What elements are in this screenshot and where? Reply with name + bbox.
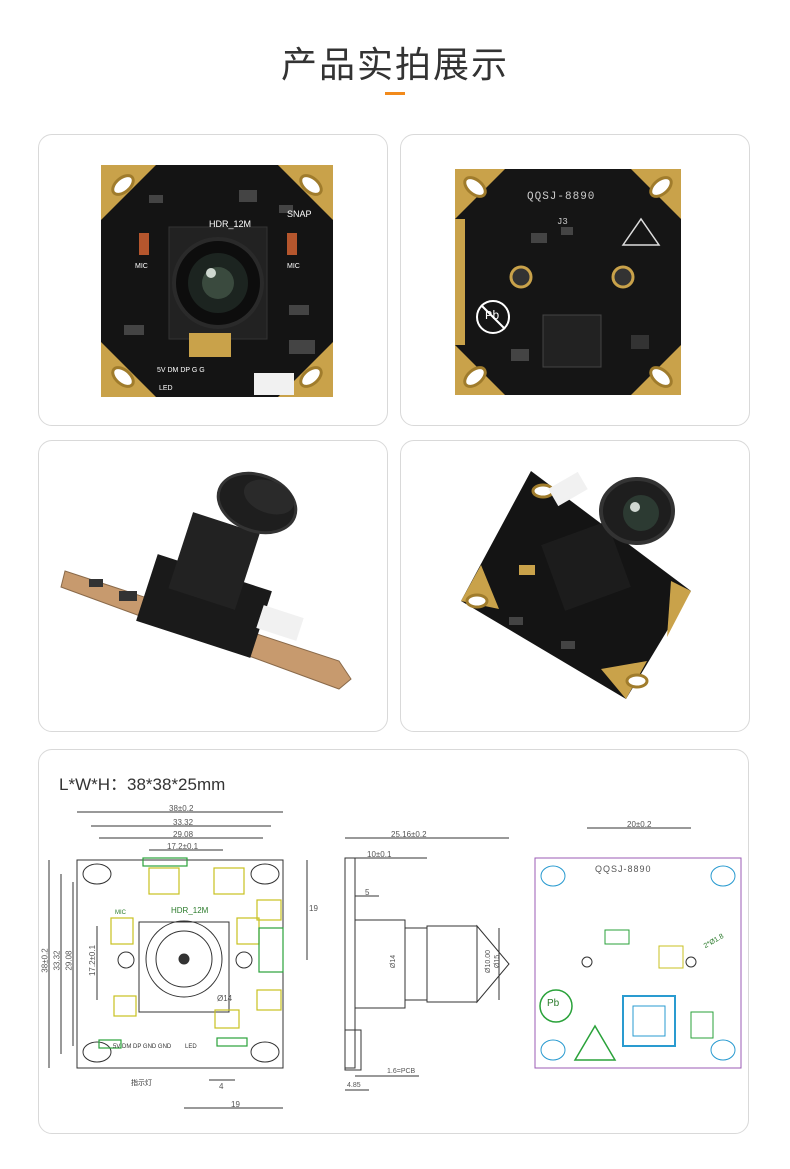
side-dim-overall: 25.16±0.2 xyxy=(391,830,427,839)
board-label-snap: SNAP xyxy=(287,209,312,219)
mount-hole xyxy=(299,174,323,196)
back-model-label: QQSJ-8890 xyxy=(595,864,652,874)
dim-small: 4 xyxy=(219,1082,224,1091)
back-view-drawing xyxy=(534,827,742,1069)
front-view-components xyxy=(110,867,282,1029)
photo-card-back: QQSJ-8890 J3 Pb xyxy=(400,134,750,426)
front-view-drawing xyxy=(48,811,308,1109)
triangle-logo-icon xyxy=(573,1024,617,1061)
lens xyxy=(630,502,640,512)
dimensions-label: L*W*H：38*38*25mm xyxy=(59,775,226,794)
mount-hole xyxy=(649,176,673,198)
dim-top-overall: 38±0.2 xyxy=(169,804,194,813)
dimension-drawing-card: L*W*H：38*38*25mm xyxy=(38,749,749,1134)
side-dim-3: 5 xyxy=(365,888,370,897)
technical-drawing xyxy=(48,811,742,1109)
front-view-pads xyxy=(98,857,284,1049)
photo-card-side xyxy=(38,440,388,732)
title-underline xyxy=(385,92,405,95)
side-lens-3: Ø15 xyxy=(494,954,502,969)
triangle-logo-icon xyxy=(621,217,661,246)
lens-holder xyxy=(541,521,631,611)
mic-label: MIC xyxy=(115,910,126,916)
side-lens-1: Ø14 xyxy=(390,954,398,969)
hdr-label: HDR_12M xyxy=(171,906,209,915)
board-label-led: LED xyxy=(159,385,173,392)
bottom-note: 指示灯 xyxy=(131,1080,152,1087)
connector xyxy=(254,373,294,395)
led-label: LED xyxy=(185,1044,197,1050)
side-lens-2: Ø10.00 xyxy=(484,950,492,973)
side-dim-2: 10±0.1 xyxy=(367,850,392,859)
pcb-label: 1.6=PCB xyxy=(387,1068,416,1075)
back-pb-text: Pb xyxy=(547,998,560,1009)
mount-hole xyxy=(465,593,489,609)
dim-left-4: 17.2±0.1 xyxy=(88,944,98,977)
dim-top-4: 17.2±0.1 xyxy=(167,842,199,851)
connector xyxy=(548,471,588,507)
dim-right: 19 xyxy=(309,904,318,913)
pins-label: 5V DM DP GND GND xyxy=(113,1044,172,1050)
board-connector-label: J3 xyxy=(557,217,568,227)
main-chip xyxy=(542,314,602,368)
dim-top-3: 29.08 xyxy=(173,830,194,839)
board-model-label: QQSJ-8890 xyxy=(527,191,596,203)
mount-hole xyxy=(649,366,673,388)
dim-top-2: 33.32 xyxy=(173,818,194,827)
back-board-photo xyxy=(455,169,681,395)
mount-hole xyxy=(625,673,649,689)
side-board-photo xyxy=(60,471,352,690)
dim-left-3: 29.08 xyxy=(64,950,74,971)
connector xyxy=(256,605,304,641)
angle-board-photo xyxy=(461,471,691,699)
board-label-mic: MIC xyxy=(135,263,148,270)
board-label-pins: 5V DM DP G G xyxy=(157,367,205,374)
dim-bottom: 19 xyxy=(231,1100,240,1109)
photo-card-front: HDR_12M SNAP MIC MIC 5V DM DP G G LED xyxy=(38,134,388,426)
mount-hole xyxy=(111,366,135,388)
lens-dia-label: Ø14 xyxy=(217,994,233,1003)
mount-hole xyxy=(299,366,323,388)
page-title: 产品实拍展示 xyxy=(280,45,509,86)
mount-hole xyxy=(463,366,487,388)
lens-holder xyxy=(136,554,272,658)
back-dim-top: 20±0.2 xyxy=(627,820,652,829)
mount-hole xyxy=(463,176,487,198)
board-label-mic: MIC xyxy=(287,263,300,270)
side-view-drawing xyxy=(344,837,510,1091)
pb-free-icon xyxy=(476,300,510,334)
photo-card-angle xyxy=(400,440,750,732)
mount-hole xyxy=(111,174,135,196)
dim-left-2: 33.32 xyxy=(52,950,62,971)
pb-badge-text: Pb xyxy=(485,309,500,323)
front-board-photo xyxy=(101,165,333,397)
pb-free-icon xyxy=(539,989,573,1023)
side-dim-bottom: 4.85 xyxy=(347,1082,361,1089)
board-label-hdr: HDR_12M xyxy=(209,219,252,229)
dim-left-overall: 38±0.2 xyxy=(40,948,50,973)
